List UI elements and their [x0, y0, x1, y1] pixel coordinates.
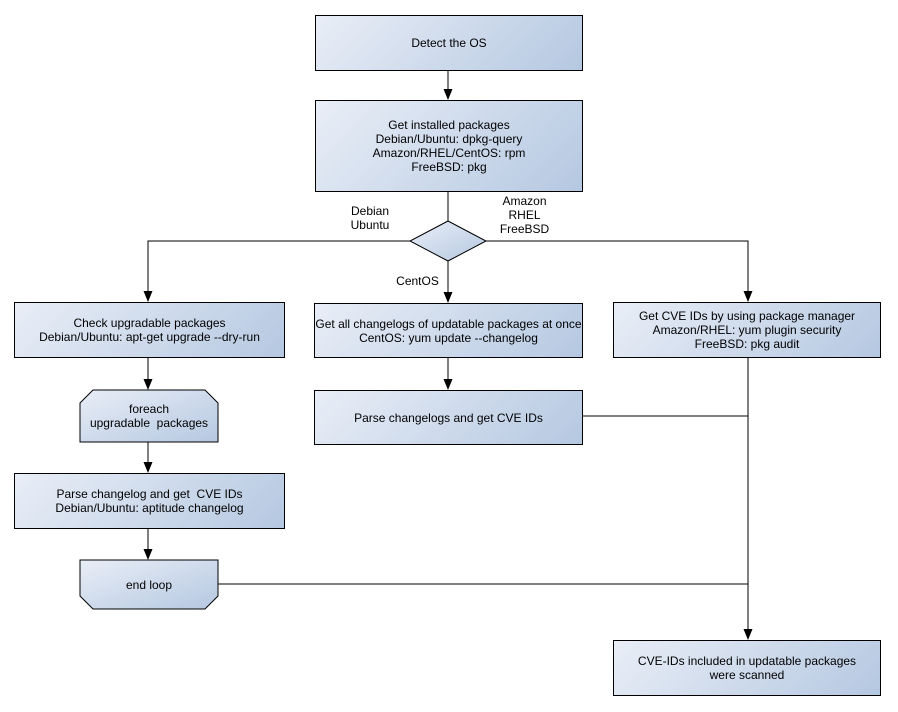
node-parse-changelog: Parse changelog and get CVE IDs Debian/U…	[14, 473, 285, 529]
node-get-cve-ids: Get CVE IDs by using package manager Ama…	[613, 302, 881, 358]
node-get-all-changelogs: Get all changelogs of updatable packages…	[314, 303, 583, 358]
node-parse-changelogs: Parse changelogs and get CVE IDs	[314, 390, 583, 445]
decision-diamond	[408, 220, 488, 262]
arrow-into-endloop	[143, 549, 153, 560]
arrow-into-foreach	[143, 379, 153, 390]
foreach-loop-shape	[79, 389, 219, 443]
branch-label-centos: CentOS	[396, 274, 439, 288]
node-check-upgradable-packages: Check upgradable packages Debian/Ubuntu:…	[14, 302, 285, 358]
branch-label-debian-ubuntu: Debian Ubuntu	[350, 204, 390, 232]
end-loop-shape	[79, 559, 219, 610]
arrow-into-get-cve	[743, 291, 753, 302]
arrow-into-scanned	[743, 629, 753, 640]
connector-lines	[147, 71, 749, 630]
end-loop-label: end loop	[125, 577, 173, 592]
edge-decision-right	[486, 240, 749, 292]
arrow-into-parse-changelogs	[443, 379, 453, 390]
arrow-into-parse-changelog	[143, 462, 153, 473]
arrow-into-changelogs	[443, 292, 453, 303]
arrow-into-installed	[443, 89, 453, 100]
arrowheads	[143, 89, 753, 640]
branch-label-amazon-rhel-freebsd: Amazon RHEL FreeBSD	[499, 194, 550, 236]
node-detect-os: Detect the OS	[315, 15, 583, 71]
foreach-loop-label: foreach upgradable packages	[89, 402, 209, 430]
arrow-into-check-upgradable	[143, 291, 153, 302]
node-cve-scanned: CVE-IDs included in updatable packages w…	[613, 640, 881, 696]
node-get-installed-packages: Get installed packages Debian/Ubuntu: dp…	[315, 100, 583, 192]
edge-decision-left	[147, 240, 410, 292]
